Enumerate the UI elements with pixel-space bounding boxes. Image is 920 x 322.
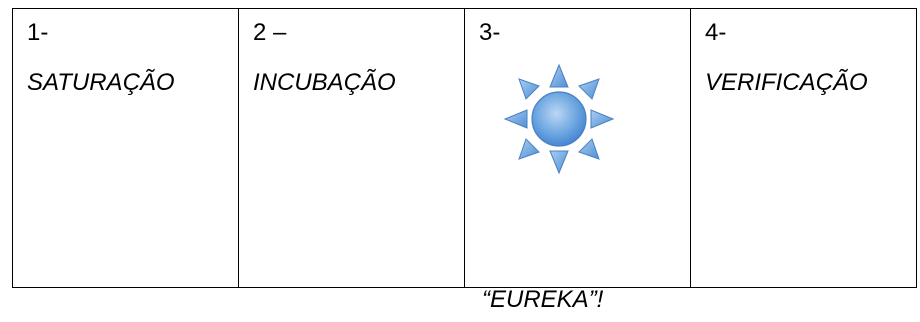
stages-table: 1- SATURAÇÃO 2 – INCUBAÇÃO 3- (12, 8, 917, 288)
sun-icon (499, 59, 619, 179)
sun-ray-right (590, 109, 615, 129)
sun-ray-top-right (578, 78, 600, 100)
stage-number-3: 3- (479, 19, 501, 46)
stages-row: 1- SATURAÇÃO 2 – INCUBAÇÃO 3- (12, 8, 917, 288)
stage-number-2: 2 – (253, 19, 287, 46)
sun-ray-left (503, 109, 528, 129)
sun-ray-top-left (518, 78, 540, 100)
sun-disc (531, 91, 587, 147)
sun-ray-bottom (549, 150, 569, 175)
sun-svg (503, 63, 615, 175)
eureka-caption: “EUREKA”! (482, 286, 604, 313)
sun-ray-bottom-right (578, 138, 600, 160)
stage-name-1: SATURAÇÃO (27, 69, 175, 96)
stage-number-1: 1- (27, 19, 49, 46)
stage-number-4: 4- (705, 19, 727, 46)
stage-cell-4: 4- VERIFICAÇÃO (690, 8, 917, 288)
sun-ray-bottom-left (518, 138, 540, 160)
sun-ray-top (549, 63, 569, 88)
stage-name-2: INCUBAÇÃO (253, 69, 396, 96)
stage-name-4: VERIFICAÇÃO (705, 69, 868, 96)
stage-cell-2: 2 – INCUBAÇÃO (238, 8, 465, 288)
stage-cell-1: 1- SATURAÇÃO (12, 8, 239, 288)
stage-cell-3: 3- (464, 8, 691, 288)
